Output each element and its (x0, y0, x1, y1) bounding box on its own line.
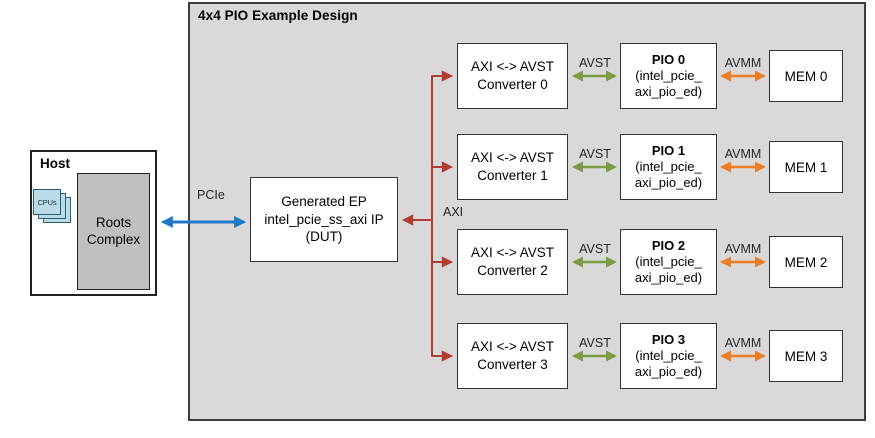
converter-3-line1: AXI <-> AVST (470, 339, 555, 355)
pio-1-line2: (intel_pcie_ (635, 159, 702, 175)
avst-label-2: AVST (579, 242, 611, 256)
converter-box-3: AXI <-> AVST Converter 3 (457, 323, 568, 389)
pio-0-line2: (intel_pcie_ (635, 68, 702, 84)
mem-box-0: MEM 0 (769, 50, 843, 102)
host-title: Host (40, 156, 70, 171)
pio-box-0: PIO 0 (intel_pcie_ axi_pio_ed) (620, 43, 717, 109)
converter-2-line2: Converter 2 (477, 263, 548, 278)
pio-3-line3: axi_pio_ed) (634, 363, 703, 379)
pio-2-line3: axi_pio_ed) (634, 269, 703, 285)
converter-1-line2: Converter 1 (477, 168, 548, 183)
converter-3-line2: Converter 3 (477, 357, 548, 372)
avmm-label-2: AVMM (724, 242, 762, 256)
avmm-label-0: AVMM (724, 56, 762, 70)
converter-0-line2: Converter 0 (477, 77, 548, 92)
avmm-label-3: AVMM (724, 336, 762, 350)
converter-2-line1: AXI <-> AVST (470, 245, 555, 261)
diagram-title: 4x4 PIO Example Design (198, 8, 358, 23)
mem-box-3: MEM 3 (769, 330, 843, 382)
avst-label-3: AVST (579, 336, 611, 350)
pio-box-3: PIO 3 (intel_pcie_ axi_pio_ed) (620, 323, 717, 389)
converter-box-2: AXI <-> AVST Converter 2 (457, 229, 568, 295)
converter-box-0: AXI <-> AVST Converter 0 (457, 43, 568, 109)
generated-ep-box: Generated EP intel_pcie_ss_axi IP (DUT) (250, 177, 398, 262)
converter-box-1: AXI <-> AVST Converter 1 (457, 134, 568, 200)
pio-3-title: PIO 3 (651, 332, 686, 348)
cpus-icon: CPUs (33, 189, 61, 215)
pio-0-title: PIO 0 (651, 52, 686, 68)
pio-3-line2: (intel_pcie_ (635, 348, 702, 364)
avst-label-1: AVST (579, 147, 611, 161)
ep-line2: intel_pcie_ss_axi IP (264, 211, 384, 227)
pio-0-line3: axi_pio_ed) (634, 83, 703, 99)
avmm-label-1: AVMM (724, 147, 762, 161)
pio-1-title: PIO 1 (651, 143, 686, 159)
mem-box-2: MEM 2 (769, 236, 843, 288)
roots-complex-box: Roots Complex (77, 173, 150, 290)
ep-line3: (DUT) (305, 229, 343, 245)
pcie-label: PCIe (197, 188, 225, 202)
mem-box-1: MEM 1 (769, 141, 843, 193)
avst-label-0: AVST (579, 56, 611, 70)
pio-2-title: PIO 2 (651, 238, 686, 254)
pio-2-line2: (intel_pcie_ (635, 254, 702, 270)
pio-1-line3: axi_pio_ed) (634, 174, 703, 190)
converter-0-line1: AXI <-> AVST (470, 59, 555, 75)
pio-box-1: PIO 1 (intel_pcie_ axi_pio_ed) (620, 134, 717, 200)
converter-1-line1: AXI <-> AVST (470, 150, 555, 166)
ep-line1: Generated EP (281, 193, 367, 209)
pio-box-2: PIO 2 (intel_pcie_ axi_pio_ed) (620, 229, 717, 295)
axi-label: AXI (443, 205, 464, 219)
